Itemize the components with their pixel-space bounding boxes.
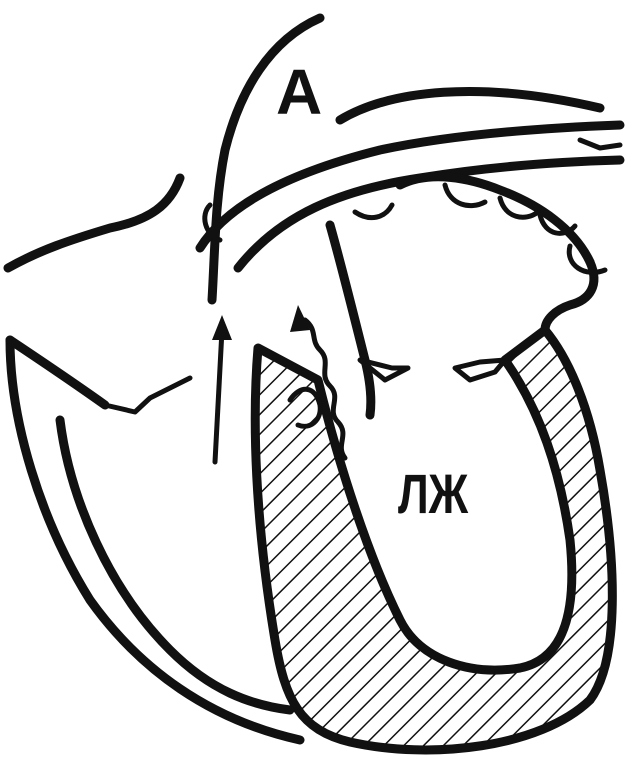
tricuspid-valve-leaflet [105, 378, 190, 412]
outflow-arrow-straight [215, 330, 222, 462]
left-atrium-left-wall [330, 225, 371, 415]
pulmonary-trunk-upper [200, 125, 620, 248]
left-ventricle-label: ЛЖ [398, 466, 468, 522]
right-atrium-lower [10, 340, 105, 405]
pulmonary-valve-tip [580, 140, 620, 148]
aorta-inner-wall [340, 91, 600, 120]
left-atrium-top [400, 177, 590, 262]
outflow-arrow-head [212, 315, 232, 340]
aorta-label: A [276, 60, 322, 124]
mitral-posterior-leaflet [455, 360, 505, 380]
left-atrial-appendage [355, 205, 392, 218]
pulmonary-vein-1 [445, 185, 485, 206]
hypertrophied-lv-wall [255, 330, 612, 750]
right-atrium-outline [8, 178, 180, 268]
